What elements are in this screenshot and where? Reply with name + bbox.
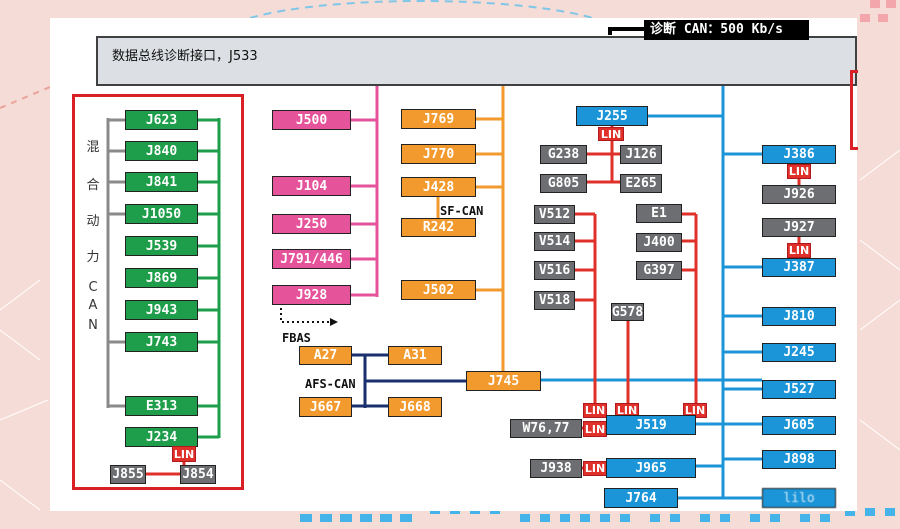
module-r242[interactable]: R242 bbox=[401, 218, 476, 237]
gateway-title: 数据总线诊断接口，J533 bbox=[112, 49, 258, 64]
module-w76-77[interactable]: W76,77 bbox=[510, 419, 582, 438]
hybrid-can-char-7: N bbox=[88, 318, 98, 333]
module-j428[interactable]: J428 bbox=[401, 177, 476, 197]
module-j764[interactable]: J764 bbox=[604, 488, 678, 508]
module-j1050[interactable]: J1050 bbox=[125, 204, 198, 224]
module-j769[interactable]: J769 bbox=[401, 109, 476, 129]
lin-badge-j938: LIN bbox=[583, 461, 607, 476]
fbas-label: FBAS bbox=[282, 331, 311, 345]
module-a31[interactable]: A31 bbox=[388, 346, 442, 365]
lin-badge-v-modules: LIN bbox=[583, 403, 607, 418]
module-j502[interactable]: J502 bbox=[401, 280, 476, 300]
module-g397[interactable]: G397 bbox=[636, 261, 682, 280]
module-j927[interactable]: J927 bbox=[762, 218, 836, 237]
lin-badge-j234: LIN bbox=[172, 446, 196, 462]
hybrid-can-char-6: A bbox=[88, 298, 98, 313]
module-j898[interactable]: J898 bbox=[762, 450, 836, 469]
module-v518[interactable]: V518 bbox=[534, 291, 575, 310]
module-j840[interactable]: J840 bbox=[125, 141, 198, 161]
module-j869[interactable]: J869 bbox=[125, 268, 198, 288]
module-j234[interactable]: J234 bbox=[125, 427, 198, 447]
module-j965[interactable]: J965 bbox=[606, 458, 696, 478]
module-e265[interactable]: E265 bbox=[620, 174, 662, 193]
module-j667[interactable]: J667 bbox=[299, 397, 352, 417]
module-j854[interactable]: J854 bbox=[180, 465, 216, 484]
module-j668[interactable]: J668 bbox=[388, 397, 442, 417]
module-j926[interactable]: J926 bbox=[762, 185, 836, 204]
module-j810[interactable]: J810 bbox=[762, 307, 836, 326]
module-j527[interactable]: J527 bbox=[762, 380, 836, 399]
module-j605[interactable]: J605 bbox=[762, 416, 836, 435]
module-j943[interactable]: J943 bbox=[125, 300, 198, 320]
module-g805[interactable]: G805 bbox=[540, 174, 587, 193]
module-e313[interactable]: E313 bbox=[125, 396, 198, 416]
hybrid-can-char-2: 合 bbox=[86, 178, 100, 193]
hybrid-can-char-5: C bbox=[88, 280, 98, 295]
highlight-frame-edge bbox=[850, 70, 858, 150]
module-j400[interactable]: J400 bbox=[636, 233, 682, 252]
module-a27[interactable]: A27 bbox=[299, 346, 352, 365]
module-e1[interactable]: E1 bbox=[636, 204, 682, 223]
module-j745[interactable]: J745 bbox=[466, 371, 541, 391]
module-j841[interactable]: J841 bbox=[125, 172, 198, 192]
module-j255[interactable]: J255 bbox=[576, 106, 648, 126]
module-v516[interactable]: V516 bbox=[534, 261, 575, 280]
module-j743[interactable]: J743 bbox=[125, 332, 198, 352]
module-j387[interactable]: J387 bbox=[762, 258, 836, 277]
sf-can-label: SF-CAN bbox=[440, 204, 484, 218]
module-j539[interactable]: J539 bbox=[125, 236, 198, 256]
hybrid-can-char-1: 混 bbox=[86, 140, 100, 155]
fbas-arrow bbox=[280, 308, 338, 326]
module-g578[interactable]: G578 bbox=[611, 303, 644, 321]
module-j938[interactable]: J938 bbox=[530, 459, 582, 478]
module-j245[interactable]: J245 bbox=[762, 343, 836, 362]
module-j855[interactable]: J855 bbox=[110, 465, 146, 484]
module-j104[interactable]: J104 bbox=[272, 176, 351, 196]
lin-badge-j927: LIN bbox=[787, 243, 811, 258]
module-j770[interactable]: J770 bbox=[401, 144, 476, 164]
module-j791-446[interactable]: J791/446 bbox=[272, 249, 351, 269]
gateway-bus-bar: 数据总线诊断接口，J533 bbox=[96, 36, 857, 86]
afs-can-label: AFS-CAN bbox=[305, 377, 356, 391]
lin-badge-w76: LIN bbox=[583, 421, 607, 437]
module-v512[interactable]: V512 bbox=[534, 205, 575, 224]
module-j500[interactable]: J500 bbox=[272, 110, 351, 130]
lin-badge-j386: LIN bbox=[787, 164, 811, 179]
module-blurred[interactable]: lilo bbox=[762, 488, 836, 508]
module-v514[interactable]: V514 bbox=[534, 232, 575, 251]
module-j386[interactable]: J386 bbox=[762, 145, 836, 164]
diag-can-connector bbox=[608, 27, 644, 35]
module-j250[interactable]: J250 bbox=[272, 214, 351, 234]
hybrid-can-highlight-frame bbox=[72, 94, 244, 490]
module-j126[interactable]: J126 bbox=[620, 145, 662, 164]
module-j623[interactable]: J623 bbox=[125, 110, 198, 130]
module-j519[interactable]: J519 bbox=[606, 415, 696, 435]
hybrid-can-char-4: 力 bbox=[86, 250, 100, 265]
module-g238[interactable]: G238 bbox=[540, 145, 587, 164]
hybrid-can-char-3: 动 bbox=[86, 214, 100, 229]
lin-badge-j255: LIN bbox=[598, 127, 624, 141]
lin-badge-g578: LIN bbox=[615, 403, 639, 418]
module-j928[interactable]: J928 bbox=[272, 285, 351, 305]
diag-can-label: 诊断 CAN：500 Kb/s bbox=[644, 20, 809, 40]
